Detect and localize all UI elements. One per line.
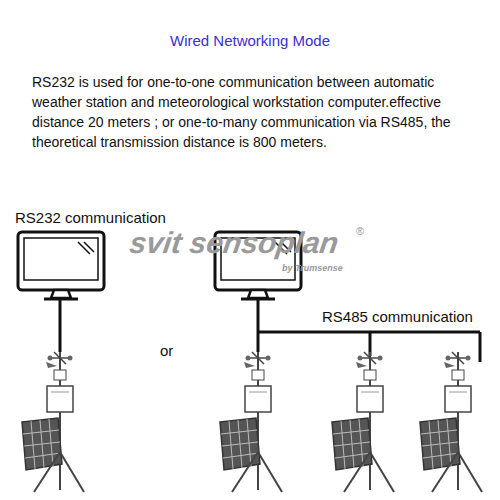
watermark: by Trumsense [282, 262, 343, 275]
mode-label: RS485 communication [322, 306, 473, 328]
watermark: svit sensoplan [128, 226, 341, 259]
mode-label: RS232 communication [15, 207, 166, 229]
rs232-cable [59, 300, 62, 352]
weather-station [332, 352, 394, 492]
rs485-cable [257, 300, 260, 352]
description-text: RS232 is used for one-to-one communicati… [32, 72, 484, 152]
computer-monitor [18, 232, 104, 299]
watermark: ® [356, 224, 364, 240]
rs485-drop [479, 332, 482, 362]
weather-station [420, 352, 482, 492]
weather-station [220, 352, 282, 492]
weather-station [22, 352, 84, 492]
title: Wired Networking Mode [0, 30, 500, 52]
or-label: or [160, 340, 173, 362]
